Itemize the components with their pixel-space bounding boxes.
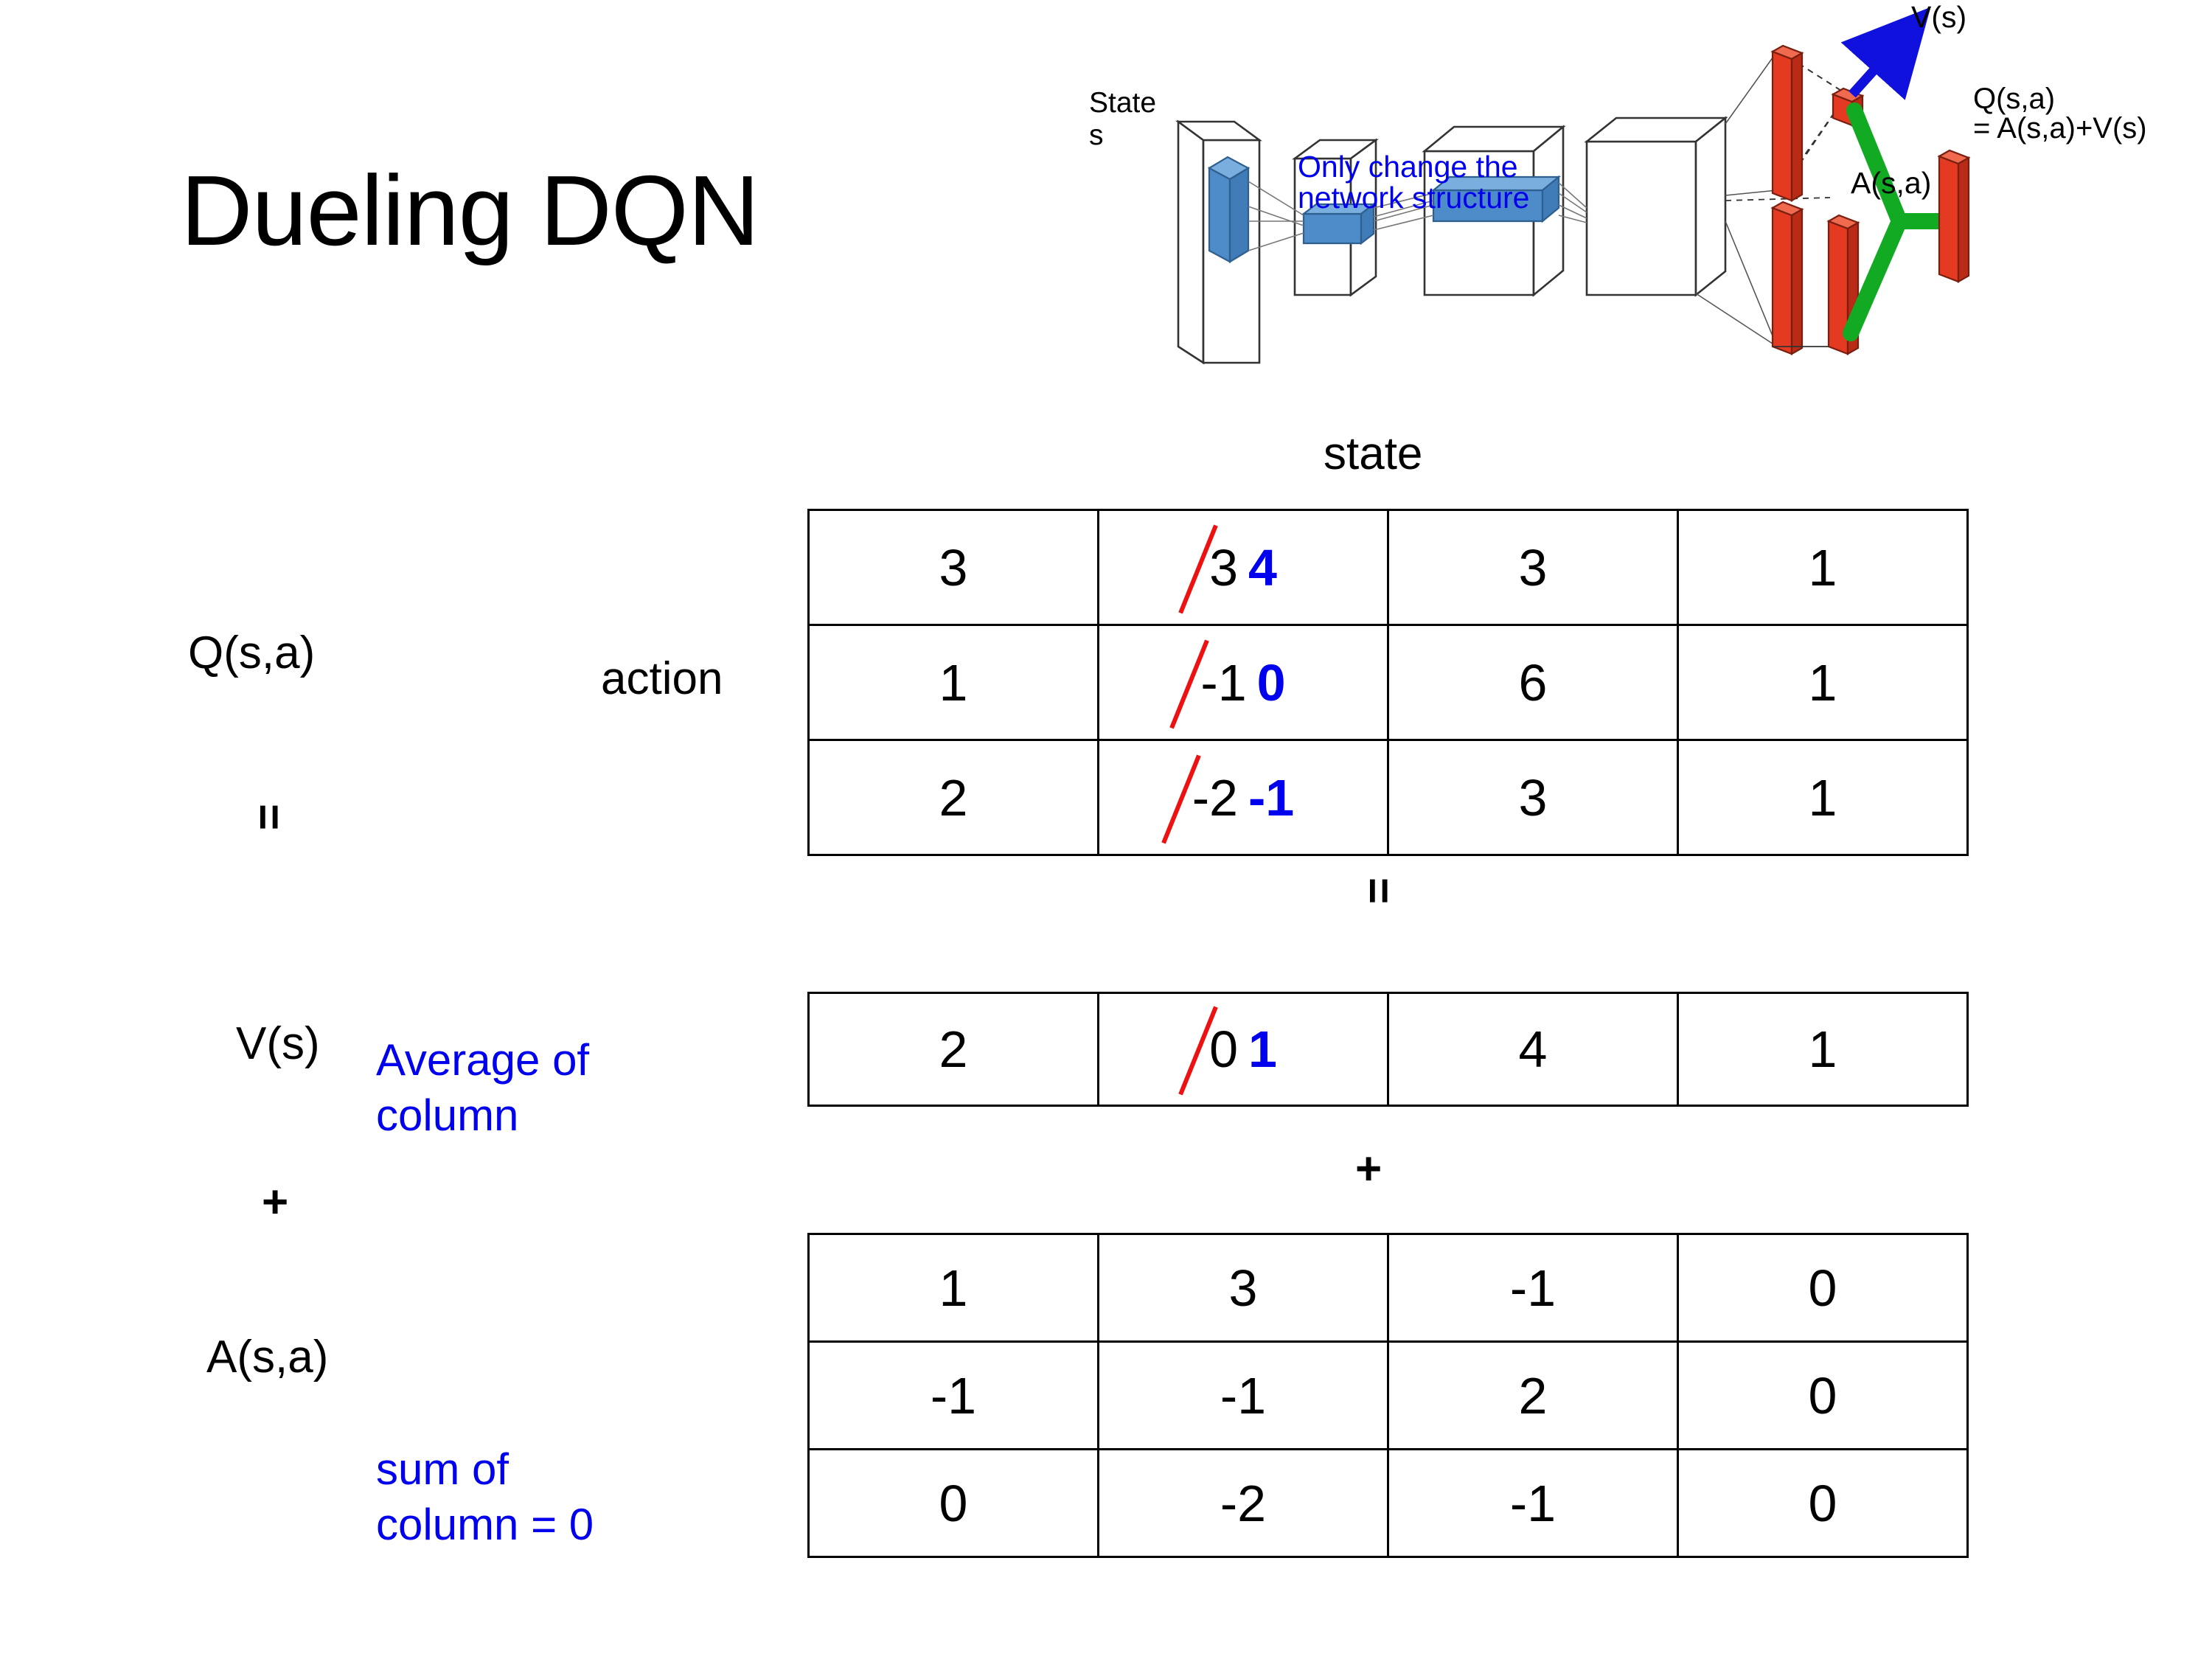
a-cell-r2c0: 0 [807, 1448, 1099, 1558]
diagram-q-label-line2: = A(s,a)+V(s) [1973, 112, 2147, 145]
diagram-state-label-line2: s [1089, 119, 1104, 151]
q-function-label: Q(s,a) [188, 627, 316, 678]
q-cell-r2c2: 3 [1387, 739, 1679, 856]
a-cell-r1c0: -1 [807, 1340, 1099, 1450]
v-cell-c2: 4 [1387, 992, 1679, 1107]
a-cell-r1c2: 2 [1387, 1340, 1679, 1450]
q-cell-r1c2: 6 [1387, 624, 1679, 741]
table-row: 3 3 4 3 1 [807, 509, 1969, 626]
q-cell-r2c0: 2 [807, 739, 1099, 856]
sum-note-line2: column = 0 [376, 1500, 594, 1549]
a-cell-r2c2: -1 [1387, 1448, 1679, 1558]
a-cell-r0c3: 0 [1677, 1233, 1969, 1343]
q-cell-r2c3: 1 [1677, 739, 1969, 856]
a-cell-r2c3: 0 [1677, 1448, 1969, 1558]
table-row: 0 -2 -1 0 [807, 1448, 1969, 1558]
sum-of-column-note: sum of column = 0 [376, 1441, 594, 1552]
q-cell-r0c2: 3 [1387, 509, 1679, 626]
a-cell-r0c0: 1 [807, 1233, 1099, 1343]
edited-value: 0 1 [1209, 1020, 1277, 1079]
v-function-label: V(s) [236, 1018, 320, 1069]
q-cell-r0c3: 1 [1677, 509, 1969, 626]
sum-note-line1: sum of [376, 1444, 509, 1494]
table-row: 1 3 -1 0 [807, 1233, 1969, 1343]
struck-old-value: -2 [1192, 768, 1238, 827]
dueling-network-diagram: State s Only change the network structur… [1089, 0, 2212, 413]
equals-sign-left: = [243, 804, 294, 831]
struck-old-value: 0 [1209, 1020, 1238, 1078]
table-row: 2 0 1 4 1 [807, 992, 1969, 1107]
a-cell-r2c1: -2 [1097, 1448, 1389, 1558]
a-cell-r1c1: -1 [1097, 1340, 1389, 1450]
a-cell-r1c3: 0 [1677, 1340, 1969, 1450]
average-note-line2: column [376, 1091, 519, 1140]
updated-value: 1 [1248, 1020, 1277, 1078]
updated-value: -1 [1248, 768, 1295, 827]
page-title: Dueling DQN [181, 155, 759, 266]
table-row: -1 -1 2 0 [807, 1340, 1969, 1450]
table-row: 2 -2 -1 3 1 [807, 739, 1969, 856]
average-note-line1: Average of [376, 1035, 590, 1085]
q-cell-r2c1: -2 -1 [1097, 739, 1389, 856]
plus-sign-left: + [262, 1177, 289, 1228]
edited-value: -1 0 [1200, 653, 1285, 712]
diagram-v-label: V(s) [1911, 0, 1967, 34]
q-cell-r0c1: 3 4 [1097, 509, 1389, 626]
average-of-column-note: Average of column [376, 1032, 589, 1143]
diagram-a-label: A(s,a) [1851, 166, 1932, 200]
edited-value: -2 -1 [1192, 768, 1295, 827]
a-cell-r0c1: 3 [1097, 1233, 1389, 1343]
equals-sign-middle: = [1353, 877, 1404, 905]
q-value-table: 3 3 4 3 1 1 -1 0 6 1 2 -2 -1 3 1 [807, 509, 1969, 856]
v-cell-c0: 2 [807, 992, 1099, 1107]
updated-value: 4 [1248, 538, 1277, 597]
state-axis-label: state [1324, 428, 1423, 479]
plus-sign-middle: + [1355, 1144, 1382, 1194]
a-cell-r0c2: -1 [1387, 1233, 1679, 1343]
q-cell-r1c0: 1 [807, 624, 1099, 741]
v-value-table: 2 0 1 4 1 [807, 992, 1969, 1107]
diagram-q-label-line1: Q(s,a) [1973, 83, 2056, 115]
a-function-label: A(s,a) [206, 1332, 329, 1382]
action-axis-label: action [601, 653, 723, 704]
diagram-state-label-line1: State [1089, 87, 1157, 119]
diagram-note-line1: Only change the [1298, 150, 1518, 184]
v-cell-c3: 1 [1677, 992, 1969, 1107]
q-cell-r1c1: -1 0 [1097, 624, 1389, 741]
struck-old-value: 3 [1209, 538, 1238, 597]
struck-old-value: -1 [1200, 653, 1247, 712]
diagram-note-line2: network structure [1298, 181, 1530, 215]
updated-value: 0 [1256, 653, 1286, 712]
table-row: 1 -1 0 6 1 [807, 624, 1969, 741]
q-cell-r1c3: 1 [1677, 624, 1969, 741]
edited-value: 3 4 [1209, 538, 1277, 597]
v-cell-c1: 0 1 [1097, 992, 1389, 1107]
advantage-table: 1 3 -1 0 -1 -1 2 0 0 -2 -1 0 [807, 1233, 1969, 1558]
q-cell-r0c0: 3 [807, 509, 1099, 626]
